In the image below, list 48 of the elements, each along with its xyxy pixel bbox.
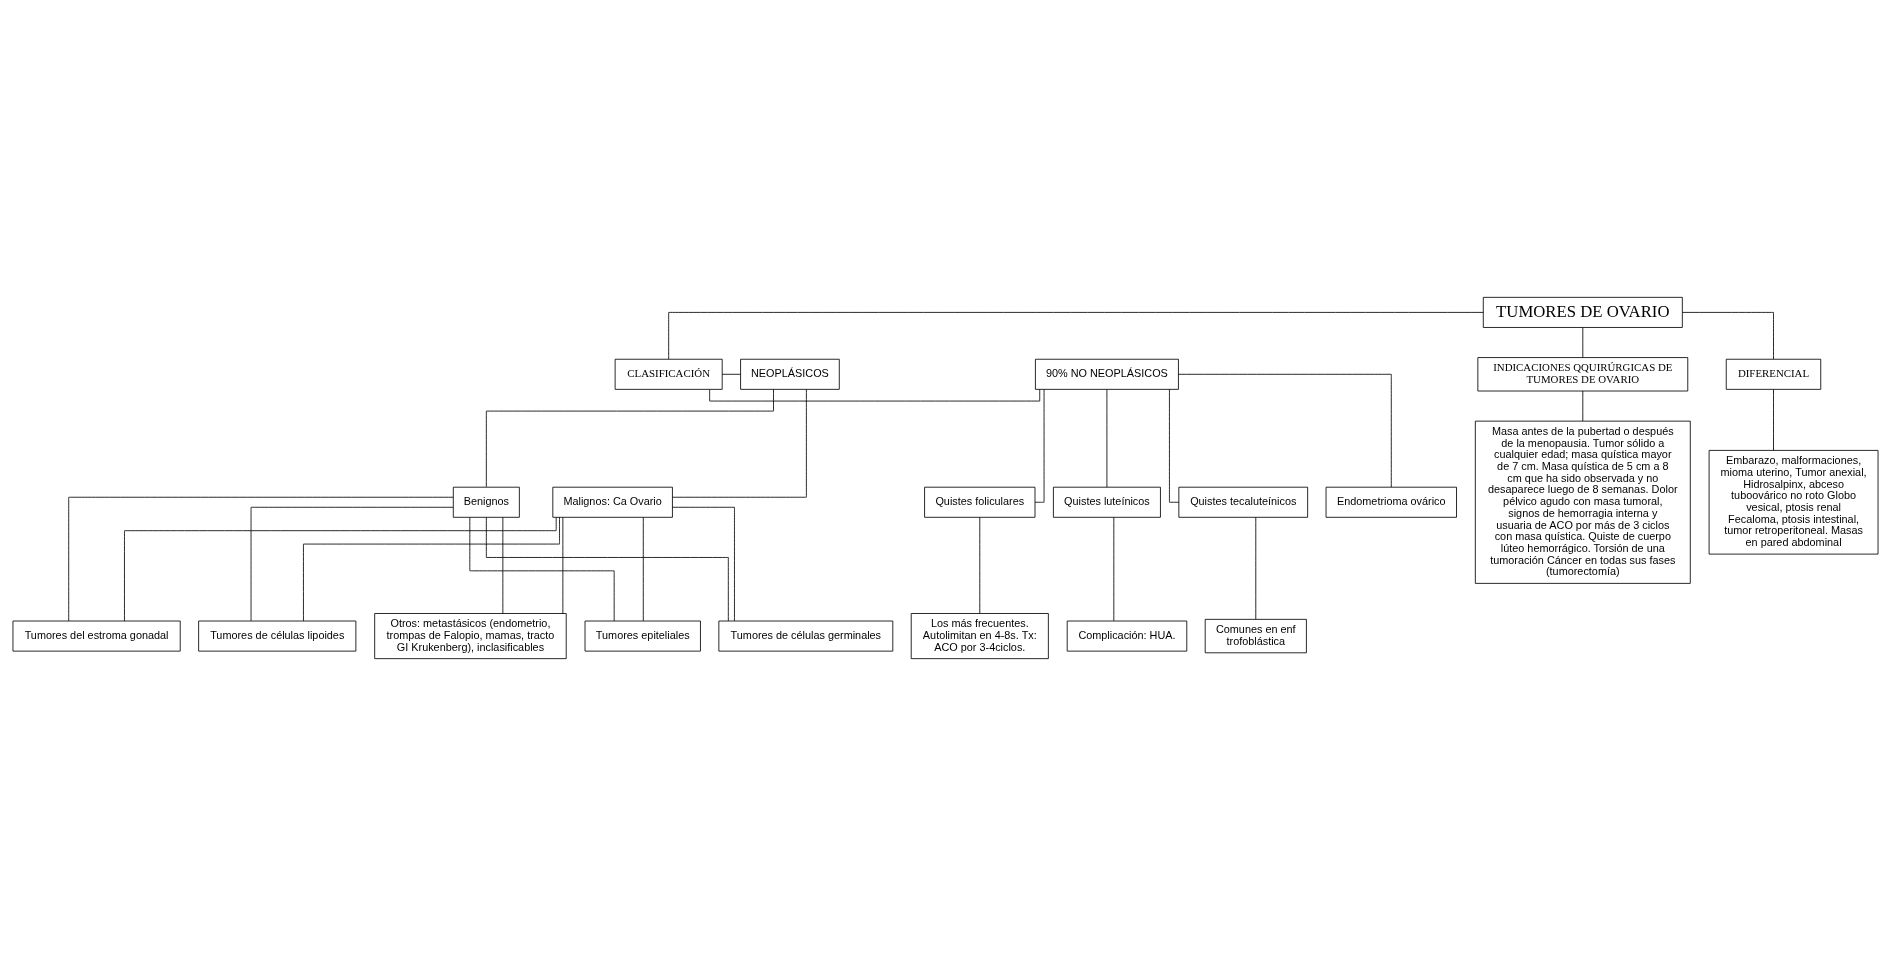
connector bbox=[668, 311, 1484, 359]
connector bbox=[642, 516, 644, 621]
node-box: Malignos: Ca Ovario bbox=[552, 486, 673, 518]
connector bbox=[502, 516, 504, 614]
connector bbox=[1582, 326, 1584, 358]
node-box: CLASIFICACIÓN bbox=[614, 358, 723, 390]
node-box: Benignos bbox=[452, 486, 520, 518]
connector bbox=[979, 516, 981, 614]
connector bbox=[485, 388, 774, 487]
node-box: Comunes en enf trofoblástica bbox=[1204, 618, 1307, 653]
connector bbox=[1582, 390, 1584, 421]
connector bbox=[1034, 388, 1045, 503]
connector bbox=[709, 388, 1041, 401]
node-box: NEOPLÁSICOS bbox=[740, 358, 840, 390]
connector bbox=[124, 516, 557, 621]
connector bbox=[562, 516, 564, 614]
connector bbox=[1681, 311, 1774, 359]
node-box: Endometrioma ovárico bbox=[1325, 486, 1457, 518]
node-box: Tumores de células germinales bbox=[718, 620, 894, 652]
node-box: Quistes foliculares bbox=[924, 486, 1036, 518]
connector bbox=[68, 496, 454, 621]
connector bbox=[1773, 388, 1774, 451]
node-box: Embarazo, malformaciones, mioma uterino, Tumor anexial, Hidrosalpinx, abceso tuboovárico no roto Globo vesical, ptosis renal Fecaloma, ptosis intestinal, tumor retroperitoneal. Masas en pared abdominal bbox=[1708, 449, 1879, 555]
connector bbox=[672, 506, 735, 621]
node-box: INDICACIONES QQUIRÚRGICAS DE TUMORES DE OVARIO bbox=[1477, 356, 1689, 391]
connector bbox=[721, 373, 741, 375]
node-box: Masa antes de la pubertad o después de la menopausia. Tumor sólido a cualquier edad; masa quística mayor de 7 cm. Masa quística de 5 cm a 8 cm que ha sido observada y no desaparece luego de 8 semanas. Dolor pélvico agudo con masa tumoral, signos de hemorragia interna y usuaria de ACO por más de 3 ciclos con masa quística. Quiste de cuerpo lúteo hemorrágico. Torsión de una tumoración Cáncer en todas sus fases (tumorectomía) bbox=[1474, 420, 1691, 584]
connector bbox=[1113, 516, 1115, 621]
connector bbox=[1255, 516, 1257, 620]
node-box: Quistes luteínicos bbox=[1052, 486, 1161, 518]
connector bbox=[1106, 388, 1108, 487]
node-box: Complicación: HUA. bbox=[1066, 620, 1188, 652]
connector bbox=[1169, 388, 1180, 503]
node-box: TUMORES DE OVARIO bbox=[1482, 296, 1683, 328]
node-box: Tumores epiteliales bbox=[584, 620, 701, 652]
connector bbox=[1178, 373, 1392, 487]
node-box: Los más frecuentes. Autolimitan en 4-8s. Tx: ACO por 3-4ciclos. bbox=[910, 612, 1049, 659]
connector bbox=[672, 388, 807, 498]
node-box: DIFERENCIAL bbox=[1725, 358, 1822, 390]
connector bbox=[303, 516, 560, 621]
connector bbox=[250, 506, 454, 621]
connector bbox=[469, 516, 615, 621]
node-box: Quistes tecaluteínicos bbox=[1178, 486, 1309, 518]
connector bbox=[485, 516, 729, 621]
node-box: 90% NO NEOPLÁSICOS bbox=[1035, 358, 1179, 390]
node-box: Tumores del estroma gonadal bbox=[12, 620, 181, 652]
node-box: Tumores de células lipoides bbox=[198, 620, 357, 652]
node-box: Otros: metastásicos (endometrio, trompas de Falopio, mamas, tracto GI Krukenberg), inclasificables bbox=[374, 612, 567, 659]
